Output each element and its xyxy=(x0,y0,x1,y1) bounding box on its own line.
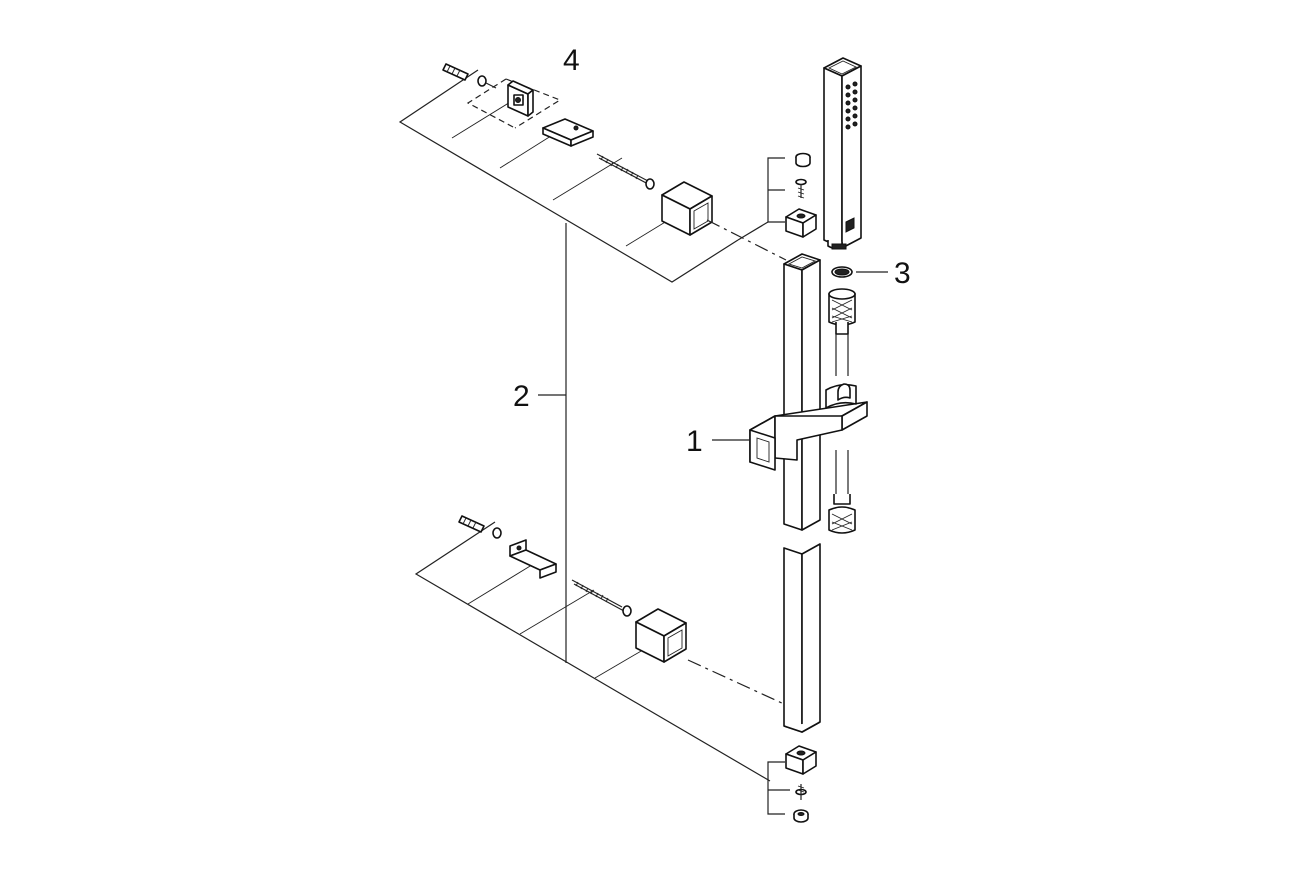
callout-2: 2 xyxy=(513,380,530,413)
lower-fixing-group xyxy=(767,745,817,823)
lower-fixing-screw xyxy=(571,579,632,617)
upper-end-cap xyxy=(661,181,713,236)
washer xyxy=(831,266,888,278)
hand-shower xyxy=(823,57,862,250)
slider-holder xyxy=(749,383,868,471)
lower-wall-plane xyxy=(414,521,771,782)
rosette-frame-dashed xyxy=(466,78,562,129)
rosette-cover xyxy=(507,80,534,117)
lower-wall-anchor xyxy=(458,515,502,539)
hose xyxy=(828,288,856,534)
rail-length-line xyxy=(538,223,567,663)
upper-fixing-group xyxy=(767,152,817,238)
slide-rail-upper xyxy=(783,253,821,531)
upper-wall-anchor xyxy=(442,63,497,89)
upper-fixing-screw xyxy=(596,153,655,190)
callout-3: 3 xyxy=(894,257,911,290)
callout-1: 1 xyxy=(686,425,703,458)
upper-wall-plane xyxy=(398,69,769,283)
upper-clamp-plate xyxy=(542,118,594,147)
callout-4: 4 xyxy=(563,44,580,77)
slide-rail-lower xyxy=(783,543,821,733)
lower-end-cap xyxy=(635,608,687,663)
lower-clamp-plate xyxy=(509,539,557,579)
